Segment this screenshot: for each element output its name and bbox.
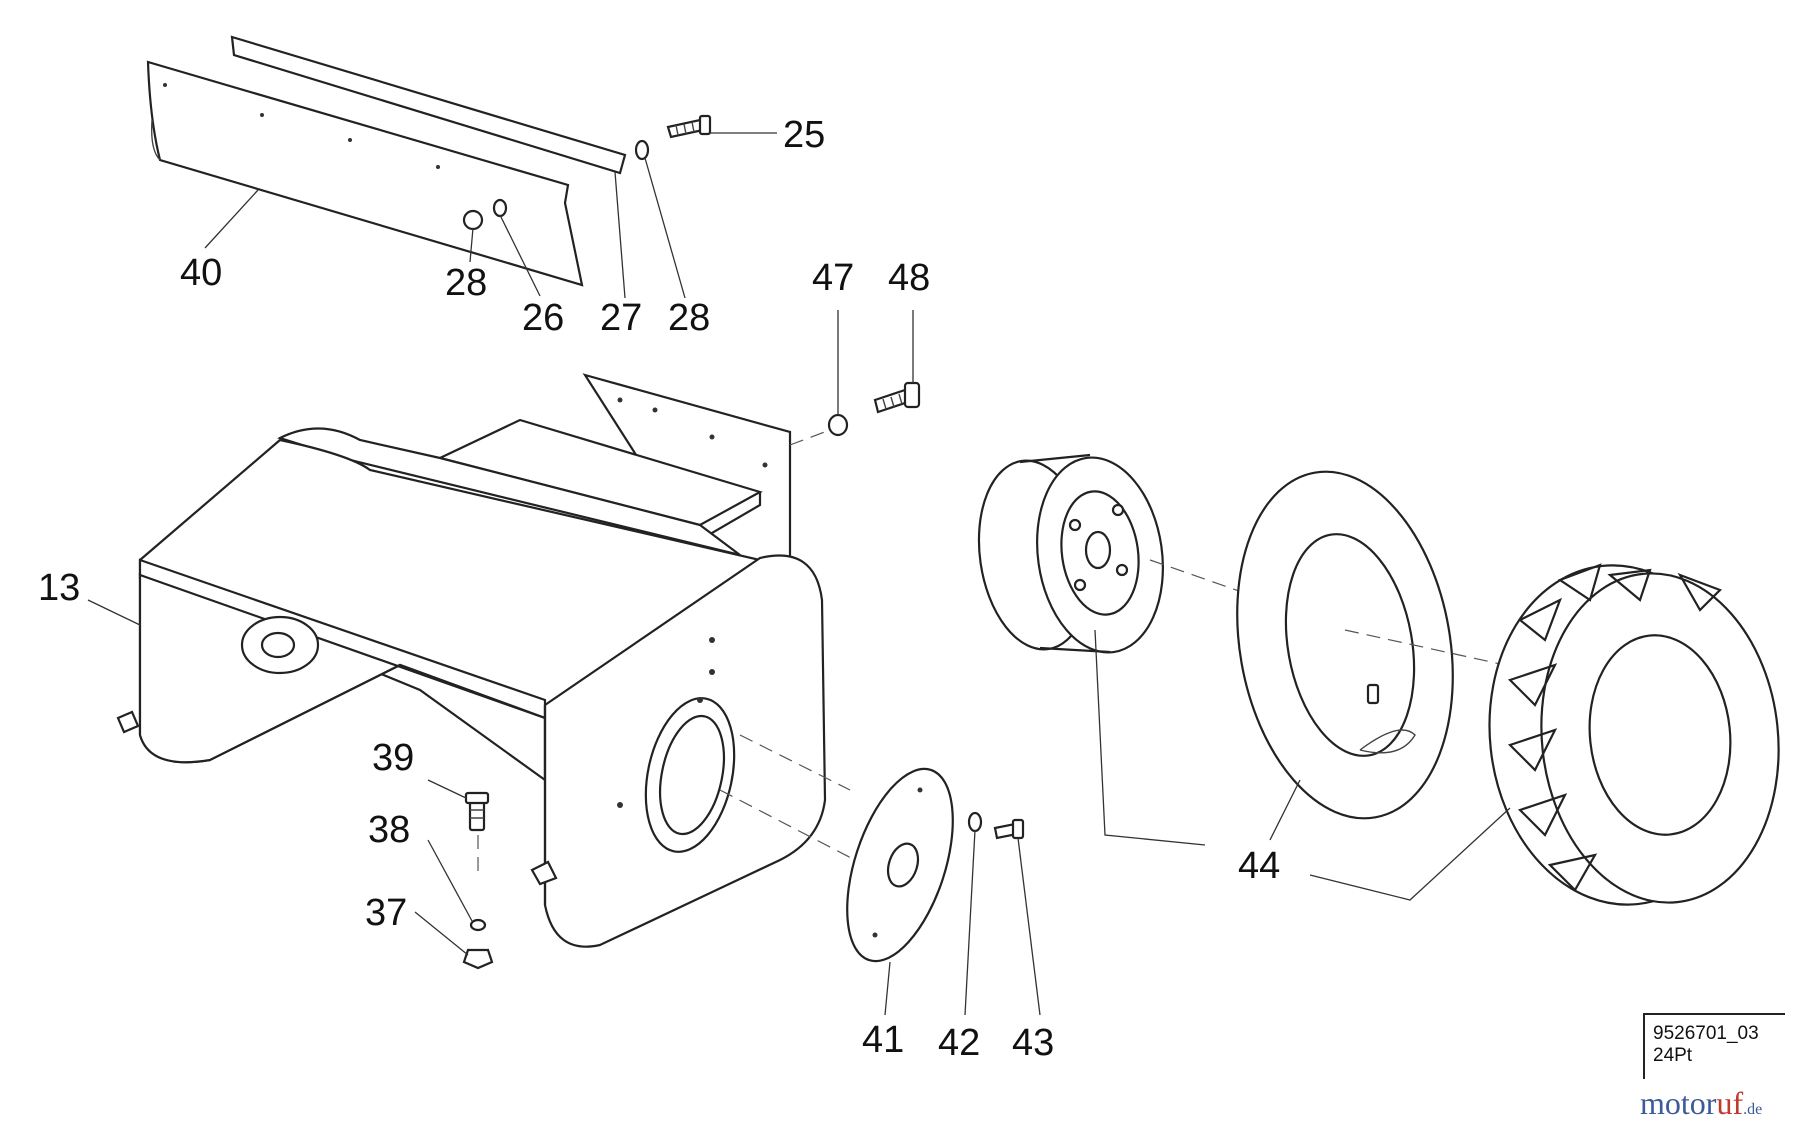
wheel-rim (977, 453, 1164, 654)
label-43: 43 (1012, 1022, 1054, 1064)
label-41: 41 (862, 1019, 904, 1061)
bolt-48 (873, 381, 921, 414)
washer-42 (967, 811, 983, 833)
nut-28 (462, 209, 484, 231)
label-37: 37 (365, 892, 407, 934)
label-13: 13 (38, 567, 80, 609)
motoruf-logo: motoruf.de (1640, 1085, 1763, 1121)
washer-26 (492, 198, 508, 218)
washer-38 (469, 918, 487, 932)
tire (1488, 563, 1780, 906)
label-26: 26 (522, 297, 564, 339)
nut-37 (462, 948, 494, 970)
bolt-39 (464, 791, 490, 832)
inner-tube (1236, 470, 1454, 820)
bolt-25 (666, 114, 712, 139)
label-28-nut: 28 (445, 262, 487, 304)
label-44: 44 (1238, 845, 1280, 887)
label-48: 48 (888, 257, 930, 299)
washer-47 (827, 413, 849, 437)
label-40: 40 (180, 252, 222, 294)
label-28-washer: 28 (668, 297, 710, 339)
washer-28-top (634, 139, 650, 161)
bolt-43 (993, 818, 1025, 840)
main-housing (116, 373, 827, 948)
cover-plate-41 (846, 767, 954, 963)
drawing-variant: 24Pt (1653, 1045, 1693, 1066)
label-39: 39 (372, 737, 414, 779)
label-47: 47 (812, 257, 854, 299)
drawing-reference-box: 9526701_03 24Pt (1643, 1013, 1785, 1079)
wear-strip (230, 35, 627, 175)
drawing-code: 9526701_03 (1653, 1023, 1759, 1044)
label-38: 38 (368, 809, 410, 851)
label-27: 27 (600, 297, 642, 339)
label-25: 25 (783, 114, 825, 156)
label-42: 42 (938, 1022, 980, 1064)
